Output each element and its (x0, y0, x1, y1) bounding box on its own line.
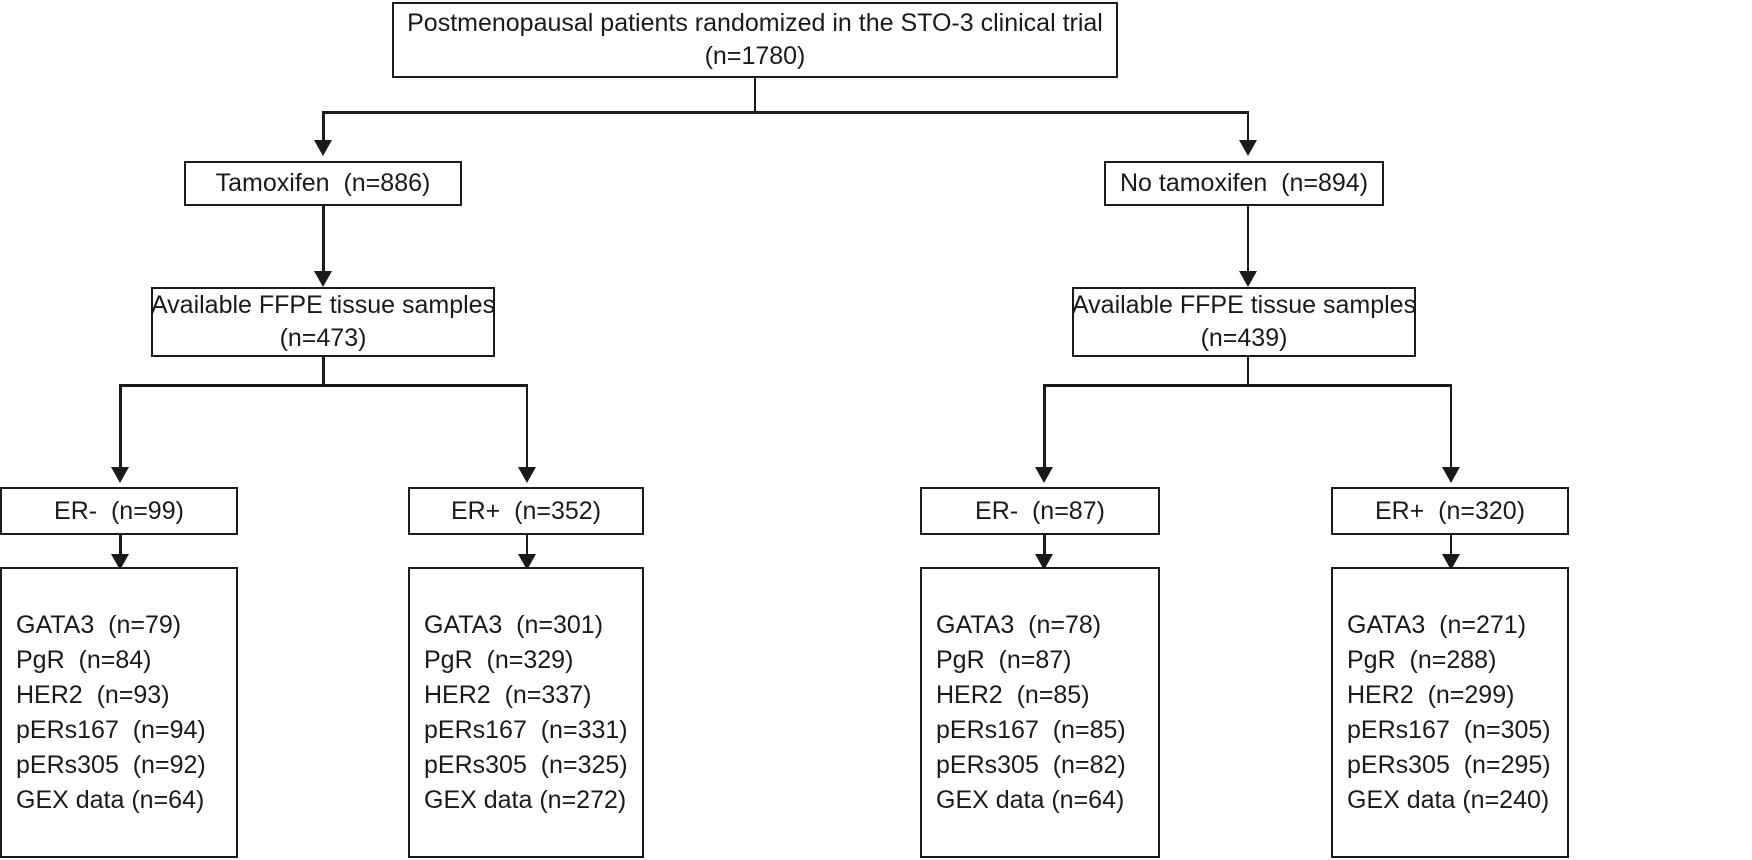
connector-ffpe-right-to-er-neg (1043, 384, 1046, 468)
assay-line: pERs305 (n=295) (1347, 750, 1551, 779)
node-assays-er-pos-no-tamoxifen: GATA3 (n=271) PgR (n=288) HER2 (n=299) p… (1331, 567, 1569, 858)
arrowhead-ffpe-left-to-er-neg (111, 467, 129, 483)
node-arm-no-tamoxifen: No tamoxifen (n=894) (1104, 161, 1384, 206)
connector-ffpe-right-to-er-pos (1449, 384, 1452, 468)
node-er-pos-no-tamoxifen-label: ER+ (n=320) (1374, 496, 1526, 525)
assay-line: GATA3 (n=78) (936, 610, 1102, 639)
node-ffpe-tamoxifen-line2: (n=473) (279, 324, 367, 352)
assay-line: HER2 (n=337) (424, 680, 592, 709)
node-arm-tamoxifen: Tamoxifen (n=886) (184, 161, 462, 206)
node-ffpe-tamoxifen: Available FFPE tissue samples (n=473) (151, 287, 495, 357)
connector-ffpe-left-to-er-neg (119, 384, 122, 468)
node-er-pos-tamoxifen-label: ER+ (n=352) (450, 496, 602, 525)
node-randomized-patients-line2: (n=1780) (704, 42, 806, 70)
assay-line: GEX data (n=240) (1347, 785, 1550, 814)
connector-tamoxifen-to-ffpe (322, 206, 325, 273)
arrowhead-er-neg-no-tamoxifen-to-assays (1035, 554, 1053, 570)
assay-line: pERs305 (n=92) (16, 750, 206, 779)
connector-ffpe-left-stem (322, 357, 325, 385)
node-ffpe-no-tamoxifen-line2: (n=439) (1200, 324, 1288, 352)
connector-ffpe-right-bus (1043, 384, 1452, 387)
node-arm-no-tamoxifen-label: No tamoxifen (n=894) (1119, 169, 1369, 197)
connector-ffpe-right-stem (1246, 357, 1249, 385)
node-er-neg-no-tamoxifen-label: ER- (n=87) (975, 496, 1105, 525)
assay-line: HER2 (n=93) (16, 680, 170, 709)
arrowhead-er-neg-tamoxifen-to-assays (111, 554, 129, 570)
assay-line: pERs167 (n=94) (16, 715, 206, 744)
assay-line: pERs305 (n=325) (424, 750, 628, 779)
node-er-neg-no-tamoxifen: ER- (n=87) (920, 487, 1160, 535)
assay-line: pERs167 (n=305) (1347, 715, 1551, 744)
node-er-pos-no-tamoxifen: ER+ (n=320) (1331, 487, 1569, 535)
connector-root-to-no-tamoxifen (1246, 111, 1249, 142)
connector-root-bus (322, 111, 1249, 114)
arrowhead-ffpe-right-to-er-neg (1035, 467, 1053, 483)
node-er-neg-tamoxifen: ER- (n=99) (0, 487, 238, 535)
node-assays-er-pos-tamoxifen: GATA3 (n=301) PgR (n=329) HER2 (n=337) p… (408, 567, 644, 858)
assay-line: GEX data (n=64) (936, 785, 1125, 814)
arrowhead-ffpe-right-to-er-pos (1441, 467, 1460, 483)
node-assays-er-neg-no-tamoxifen: GATA3 (n=78) PgR (n=87) HER2 (n=85) pERs… (920, 567, 1160, 858)
assay-line: pERs167 (n=85) (936, 715, 1126, 744)
assay-line: PgR (n=288) (1347, 645, 1497, 674)
node-ffpe-tamoxifen-line1: Available FFPE tissue samples (150, 291, 496, 319)
node-assays-er-neg-tamoxifen: GATA3 (n=79) PgR (n=84) HER2 (n=93) pERs… (0, 567, 238, 858)
arrowhead-root-to-tamoxifen (314, 140, 332, 156)
assay-line: GEX data (n=64) (16, 785, 205, 814)
assay-line: pERs305 (n=82) (936, 750, 1126, 779)
assay-line: GATA3 (n=79) (16, 610, 182, 639)
assay-line: HER2 (n=85) (936, 680, 1090, 709)
connector-ffpe-left-bus (119, 384, 528, 387)
node-arm-tamoxifen-label: Tamoxifen (n=886) (215, 169, 431, 197)
assay-line: GATA3 (n=301) (424, 610, 604, 639)
connector-root-to-tamoxifen (322, 111, 325, 142)
arrowhead-tamoxifen-to-ffpe (314, 271, 332, 287)
assay-line: GATA3 (n=271) (1347, 610, 1527, 639)
node-randomized-patients: Postmenopausal patients randomized in th… (392, 2, 1118, 78)
assay-line: HER2 (n=299) (1347, 680, 1515, 709)
node-ffpe-no-tamoxifen: Available FFPE tissue samples (n=439) (1072, 287, 1416, 357)
node-er-pos-tamoxifen: ER+ (n=352) (408, 487, 644, 535)
node-randomized-patients-line1: Postmenopausal patients randomized in th… (407, 9, 1103, 37)
arrowhead-ffpe-left-to-er-pos (517, 467, 536, 483)
assay-line: PgR (n=329) (424, 645, 574, 674)
connector-ffpe-left-to-er-pos (525, 384, 528, 468)
node-ffpe-no-tamoxifen-line1: Available FFPE tissue samples (1071, 291, 1417, 319)
assay-line: PgR (n=87) (936, 645, 1072, 674)
arrowhead-er-pos-tamoxifen-to-assays (517, 554, 536, 570)
node-er-neg-tamoxifen-label: ER- (n=99) (54, 496, 184, 525)
assay-line: pERs167 (n=331) (424, 715, 628, 744)
arrowhead-er-pos-no-tamoxifen-to-assays (1441, 554, 1460, 570)
arrowhead-root-to-no-tamoxifen (1238, 140, 1257, 156)
connector-no-tamoxifen-to-ffpe (1246, 206, 1249, 273)
connector-root-stem (753, 78, 756, 112)
arrowhead-no-tamoxifen-to-ffpe (1238, 271, 1257, 287)
assay-line: PgR (n=84) (16, 645, 152, 674)
assay-line: GEX data (n=272) (424, 785, 627, 814)
